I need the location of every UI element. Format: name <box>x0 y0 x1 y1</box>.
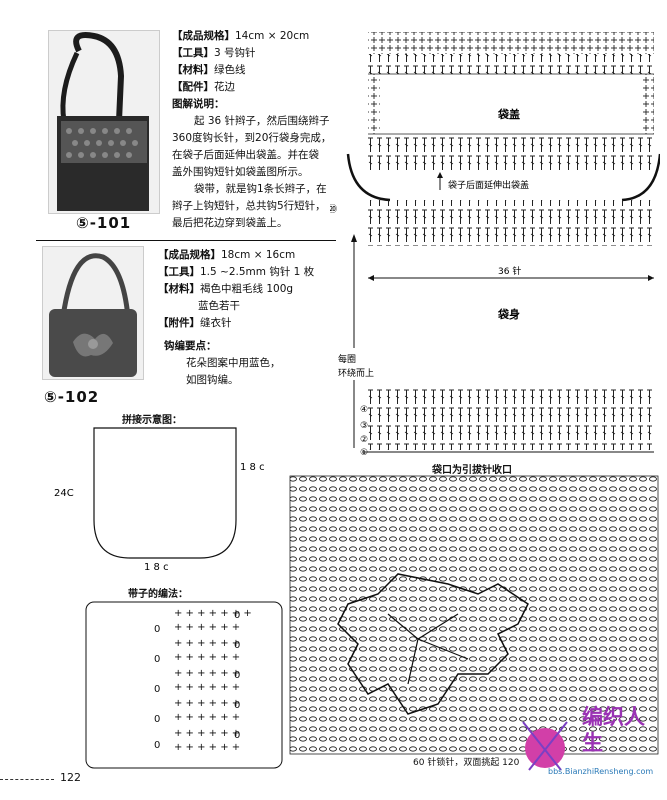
crochet-chart-102 <box>289 475 659 755</box>
row-number: ① <box>360 448 368 458</box>
diagram-heading: 图解说明： <box>172 98 225 110</box>
chart-102-bottom-label: 60 针锁针，双面挑起 120 <box>411 755 522 768</box>
notes-heading: 钩编要点： <box>164 340 217 352</box>
svg-text:0: 0 <box>154 624 160 635</box>
svg-text:+ + + + + +: + + + + + + <box>174 698 240 709</box>
desc-line: 起 36 针辫子，然后围绕辫子 <box>194 115 330 127</box>
bag-101-illustration <box>57 32 149 211</box>
body-label: 袋身 <box>497 307 520 321</box>
svg-text:0: 0 <box>234 640 240 651</box>
round-label-2: 环绕而上 <box>338 367 374 379</box>
svg-text:+ + + + + +: + + + + + + <box>174 622 240 633</box>
chart-102-top-label: 袋口为引拔针收口 <box>432 465 512 476</box>
spec-row: 【附件】缝衣针 <box>158 317 232 329</box>
round-label-1: 每圈 <box>338 353 356 365</box>
desc-line: 盖外围钩短针如袋盖图所示。 <box>172 166 309 178</box>
assembly-diagram: 24C 1 8 c 1 8 c <box>54 427 265 570</box>
site-logo-text: 编织人生 <box>582 705 645 755</box>
svg-text:+ + + + + +: + + + + + + <box>174 712 240 723</box>
site-url: bbs.BianzhiRensheng.com <box>548 767 654 776</box>
specs-102: 【成品规格】18cm × 16cm 【工具】1.5 ~2.5mm 钩针 1 枚 … <box>158 247 338 389</box>
bag-102-photo <box>42 246 144 380</box>
desc-line: 最后把花边穿到袋盖上。 <box>172 217 288 229</box>
svg-text:0: 0 <box>234 730 240 741</box>
row-number: ② <box>360 435 368 445</box>
spec-row: 【材料】褐色中粗毛线 100g <box>158 283 294 295</box>
svg-text:0: 0 <box>154 654 160 665</box>
strap-title: 带子的编法： <box>128 589 188 600</box>
spec-row: 【工具】1.5 ~2.5mm 钩针 1 枚 <box>158 266 315 278</box>
width-label: 36 针 <box>498 265 521 277</box>
height-label: 24C <box>54 488 74 499</box>
flap-label: 袋盖 <box>497 107 520 121</box>
spec-row: 【工具】3 号钩针 <box>172 47 256 59</box>
svg-text:0: 0 <box>154 714 160 725</box>
spec-row: 蓝色若干 <box>198 300 240 312</box>
row-number: ③ <box>360 421 368 431</box>
spec-row: 【成品规格】18cm × 16cm <box>158 249 296 261</box>
notes-line: 花朵图案中用蓝色， <box>186 357 281 369</box>
desc-line: 在袋子后面延伸出袋盖。并在袋 <box>172 149 319 161</box>
notes-line: 如图钩编。 <box>186 374 239 386</box>
svg-text:+ + + + + + +: + + + + + + + <box>174 608 252 619</box>
svg-text:+ + + + + +: + + + + + + <box>174 652 240 663</box>
svg-text:+ + + + + +: + + + + + + <box>174 742 240 753</box>
spec-row: 【配件】花边 <box>172 81 235 93</box>
svg-text:+ + + + + +: + + + + + + <box>174 668 240 679</box>
desc-line: 辫子上钩短针，总共钩5行短针， <box>172 200 326 212</box>
bottom-label: 1 8 c <box>144 562 169 570</box>
svg-text:0: 0 <box>234 610 240 621</box>
top-row-number: ⑳ <box>330 204 337 215</box>
svg-text:0: 0 <box>154 684 160 695</box>
bag-101-photo <box>48 30 160 214</box>
svg-text:+ + + + + +: + + + + + + <box>174 728 240 739</box>
bag-102-illustration <box>49 253 137 377</box>
svg-text:0: 0 <box>234 700 240 711</box>
pattern-code-101: ⑤-101 <box>76 214 132 232</box>
svg-text:0: 0 <box>154 740 160 751</box>
assembly-title: 拼接示意图： <box>122 415 182 426</box>
crochet-chart-101: 袋盖 袋子后面延伸出袋盖 ⑳ 36 针 袋身 每圈 环绕而上 ④ ③ ② ① <box>330 32 660 458</box>
section-divider <box>36 240 336 241</box>
row-number: ④ <box>360 405 368 415</box>
yarn-ball-icon <box>522 721 568 771</box>
page-number: 122 <box>60 771 81 784</box>
extend-label: 袋子后面延伸出袋盖 <box>448 179 529 191</box>
svg-text:+ + + + + +: + + + + + + <box>174 682 240 693</box>
desc-line: 袋带，就是钩1条长辫子，在 <box>194 183 327 195</box>
spec-row: 【成品规格】14cm × 20cm <box>172 30 310 42</box>
svg-text:+ + + + + +: + + + + + + <box>174 638 240 649</box>
side-label: 1 8 c <box>240 462 265 473</box>
svg-text:0: 0 <box>234 670 240 681</box>
specs-101: 【成品规格】14cm × 20cm 【工具】3 号钩针 【材料】绿色线 【配件】… <box>172 28 342 232</box>
strap-chart: + + + + + + + + + + + + + + + + + + + + + … <box>85 601 283 769</box>
desc-line: 360度钩长针，到20行袋身完成， <box>172 132 332 144</box>
footer-dashed-line <box>0 779 54 780</box>
pattern-code-102: ⑤-102 <box>44 388 100 406</box>
spec-row: 【材料】绿色线 <box>172 64 246 76</box>
